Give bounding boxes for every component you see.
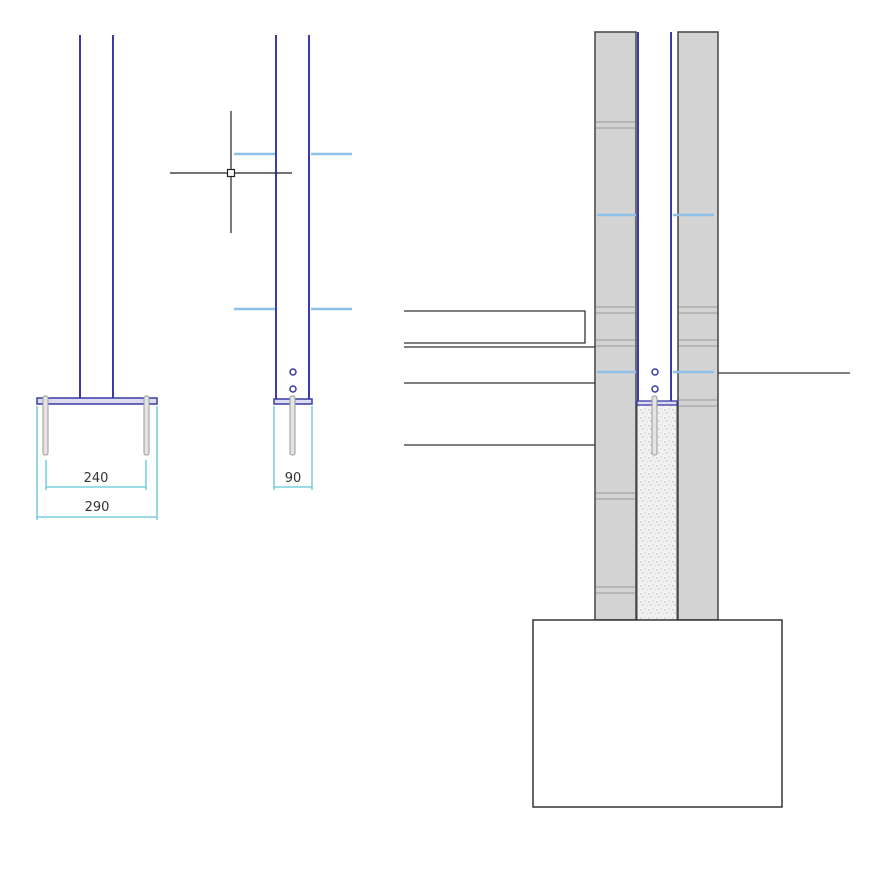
- guide-ticks: [234, 152, 352, 311]
- post-in-cavity[interactable]: [636, 32, 678, 456]
- bolt-hole: [289, 368, 297, 376]
- foundation-footing[interactable]: [532, 619, 783, 808]
- masonry-wall-left[interactable]: [594, 31, 637, 621]
- dimension-post-width: [273, 406, 313, 490]
- dimension-label-290: 290: [85, 500, 110, 515]
- dimension-label-90: 90: [285, 471, 302, 486]
- crosshair-cursor-icon: [170, 111, 292, 233]
- guide-lines-section: [597, 213, 714, 374]
- dimension-bolt-spacing: [45, 460, 147, 490]
- adjoining-members[interactable]: [404, 310, 850, 446]
- dimension-label-240: 240: [84, 471, 109, 486]
- anchor-bolt: [289, 395, 296, 456]
- mortar-joints: [596, 121, 717, 594]
- masonry-wall-right[interactable]: [677, 31, 719, 621]
- dimension-plate-width: [36, 406, 158, 520]
- anchor-bolt: [143, 395, 150, 456]
- base-plate: [36, 397, 158, 405]
- bolt-hole: [289, 385, 297, 393]
- post-elevation-side[interactable]: [234, 35, 352, 456]
- anchor-bolt: [42, 395, 49, 456]
- post-elevation-front[interactable]: [36, 35, 158, 456]
